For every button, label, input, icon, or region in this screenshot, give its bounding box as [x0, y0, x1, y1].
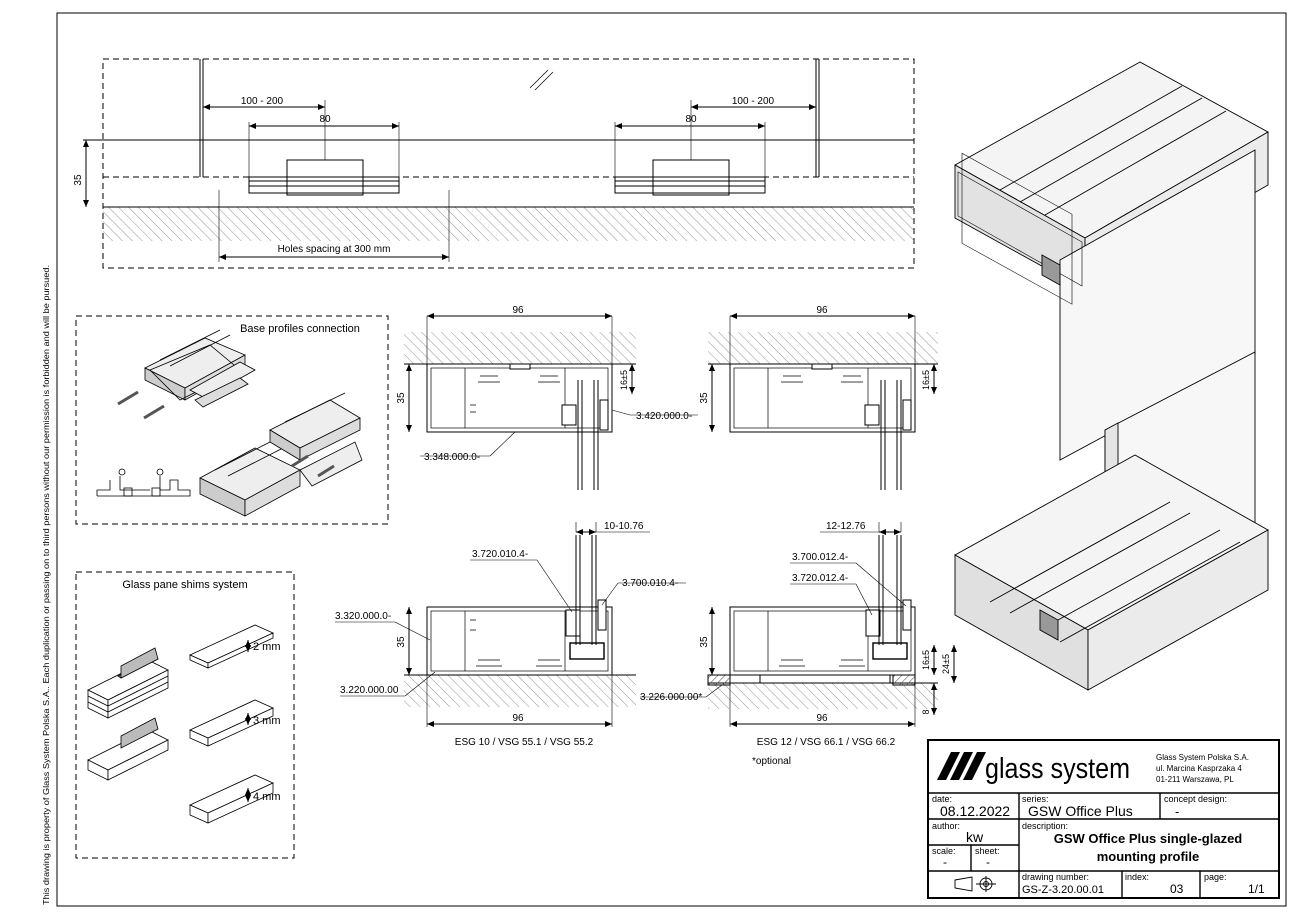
author-value: kw	[966, 829, 984, 845]
br-note: *optional	[752, 756, 791, 767]
base-profiles-panel: Base profiles connection	[75, 315, 389, 525]
tr-gap: 16±5	[921, 370, 931, 390]
description-line-1: GSW Office Plus single-glazed	[1054, 831, 1243, 846]
logo-text: glass system	[985, 753, 1130, 785]
section-top-right: 96 35 16±5	[699, 305, 938, 490]
tr-width: 96	[816, 305, 828, 316]
bl-glass: 10-10.76	[604, 521, 644, 532]
index-value: 03	[1170, 882, 1184, 896]
tl-part-a: 3.420.000.0-	[636, 411, 692, 422]
br-width: 96	[816, 713, 828, 724]
base-profiles-title: Base profiles connection	[240, 323, 360, 335]
dim-left-80: 80	[319, 114, 331, 125]
top-view: 100 - 200 80 100 - 200 80 35 Holes spaci…	[73, 58, 915, 269]
company-line-1: Glass System Polska S.A.	[1156, 753, 1249, 762]
title-block: glass system Glass System Polska S.A. ul…	[927, 739, 1280, 899]
description-line-2: mounting profile	[1097, 849, 1200, 864]
dim-right-range: 100 - 200	[732, 96, 775, 107]
bl-width: 96	[512, 713, 524, 724]
index-label: index:	[1125, 872, 1149, 882]
bl-part-b: 3.700.010.4-	[622, 578, 678, 589]
bl-caption: ESG 10 / VSG 55.1 / VSG 55.2	[455, 737, 594, 748]
iso-view-bottom	[954, 351, 1269, 691]
date-label: date:	[932, 794, 952, 804]
logo-mark-icon	[937, 752, 986, 780]
bl-part-d: 3.220.000.00	[340, 685, 399, 696]
date-value: 08.12.2022	[940, 803, 1010, 819]
concept-value: -	[1175, 804, 1179, 819]
bl-part-a: 3.720.010.4-	[472, 549, 528, 560]
section-top-left: 96 35 16±5 3.420.000.0- 3.348.000.0-	[396, 305, 698, 490]
tl-part-b: 3.348.000.0-	[424, 452, 480, 463]
tl-width: 96	[512, 305, 524, 316]
tr-height: 35	[699, 392, 710, 404]
shims-title: Glass pane shims system	[122, 579, 247, 591]
dim-right-80: 80	[685, 114, 697, 125]
drawing-number-value: GS-Z-3.20.00.01	[1022, 884, 1104, 896]
br-total: 24±5	[941, 654, 951, 674]
br-part-b: 3.720.012.4-	[792, 573, 848, 584]
dim-height: 35	[73, 174, 84, 186]
description-label: description:	[1022, 821, 1068, 831]
br-bottom: 8	[921, 709, 931, 714]
iso-view-top	[954, 61, 1269, 461]
shim-size-4: 4 mm	[253, 791, 281, 803]
section-bottom-right: 12-12.76 3.700.012.4- 3.720.012.4- 3.226…	[640, 521, 957, 767]
br-glass: 12-12.76	[826, 521, 866, 532]
scale-label: scale:	[932, 846, 956, 856]
drawing-number-label: drawing number:	[1022, 872, 1089, 882]
dim-left-range: 100 - 200	[241, 96, 284, 107]
br-gap: 16±5	[921, 650, 931, 670]
tl-gap: 16±5	[619, 370, 629, 390]
company-line-3: 01-211 Warszawa, PL	[1156, 775, 1234, 784]
concept-label: concept design:	[1164, 794, 1227, 804]
bl-height: 35	[396, 636, 407, 648]
bl-part-c: 3.320.000.0-	[335, 611, 391, 622]
br-height: 35	[699, 636, 710, 648]
series-value: GSW Office Plus	[1028, 803, 1133, 819]
projection-symbol-icon	[954, 876, 996, 892]
holes-spacing-label: Holes spacing at 300 mm	[278, 244, 391, 255]
page-value: 1/1	[1248, 882, 1265, 896]
shims-panel: Glass pane shims system	[75, 571, 295, 859]
sheet-value: -	[986, 855, 990, 869]
br-part-a: 3.700.012.4-	[792, 552, 848, 563]
side-note: This drawing is property of Glass System…	[42, 265, 51, 905]
section-bottom-left: 10-10.76 3.720.010.4- 3.700.010.4- 3.320…	[335, 521, 686, 748]
sheet-label: sheet:	[975, 846, 1000, 856]
tl-height: 35	[396, 392, 407, 404]
br-part-c: 3.226.000.00*	[640, 692, 702, 703]
br-caption: ESG 12 / VSG 66.1 / VSG 66.2	[757, 737, 896, 748]
shim-size-2: 2 mm	[253, 641, 281, 653]
page-label: page:	[1204, 872, 1227, 882]
series-label: series:	[1022, 794, 1049, 804]
shim-size-3: 3 mm	[253, 715, 281, 727]
drawing-frame	[56, 12, 1287, 907]
scale-value: -	[943, 855, 947, 869]
author-label: author:	[932, 821, 960, 831]
company-line-2: ul. Marcina Kasprzaka 4	[1156, 764, 1242, 773]
